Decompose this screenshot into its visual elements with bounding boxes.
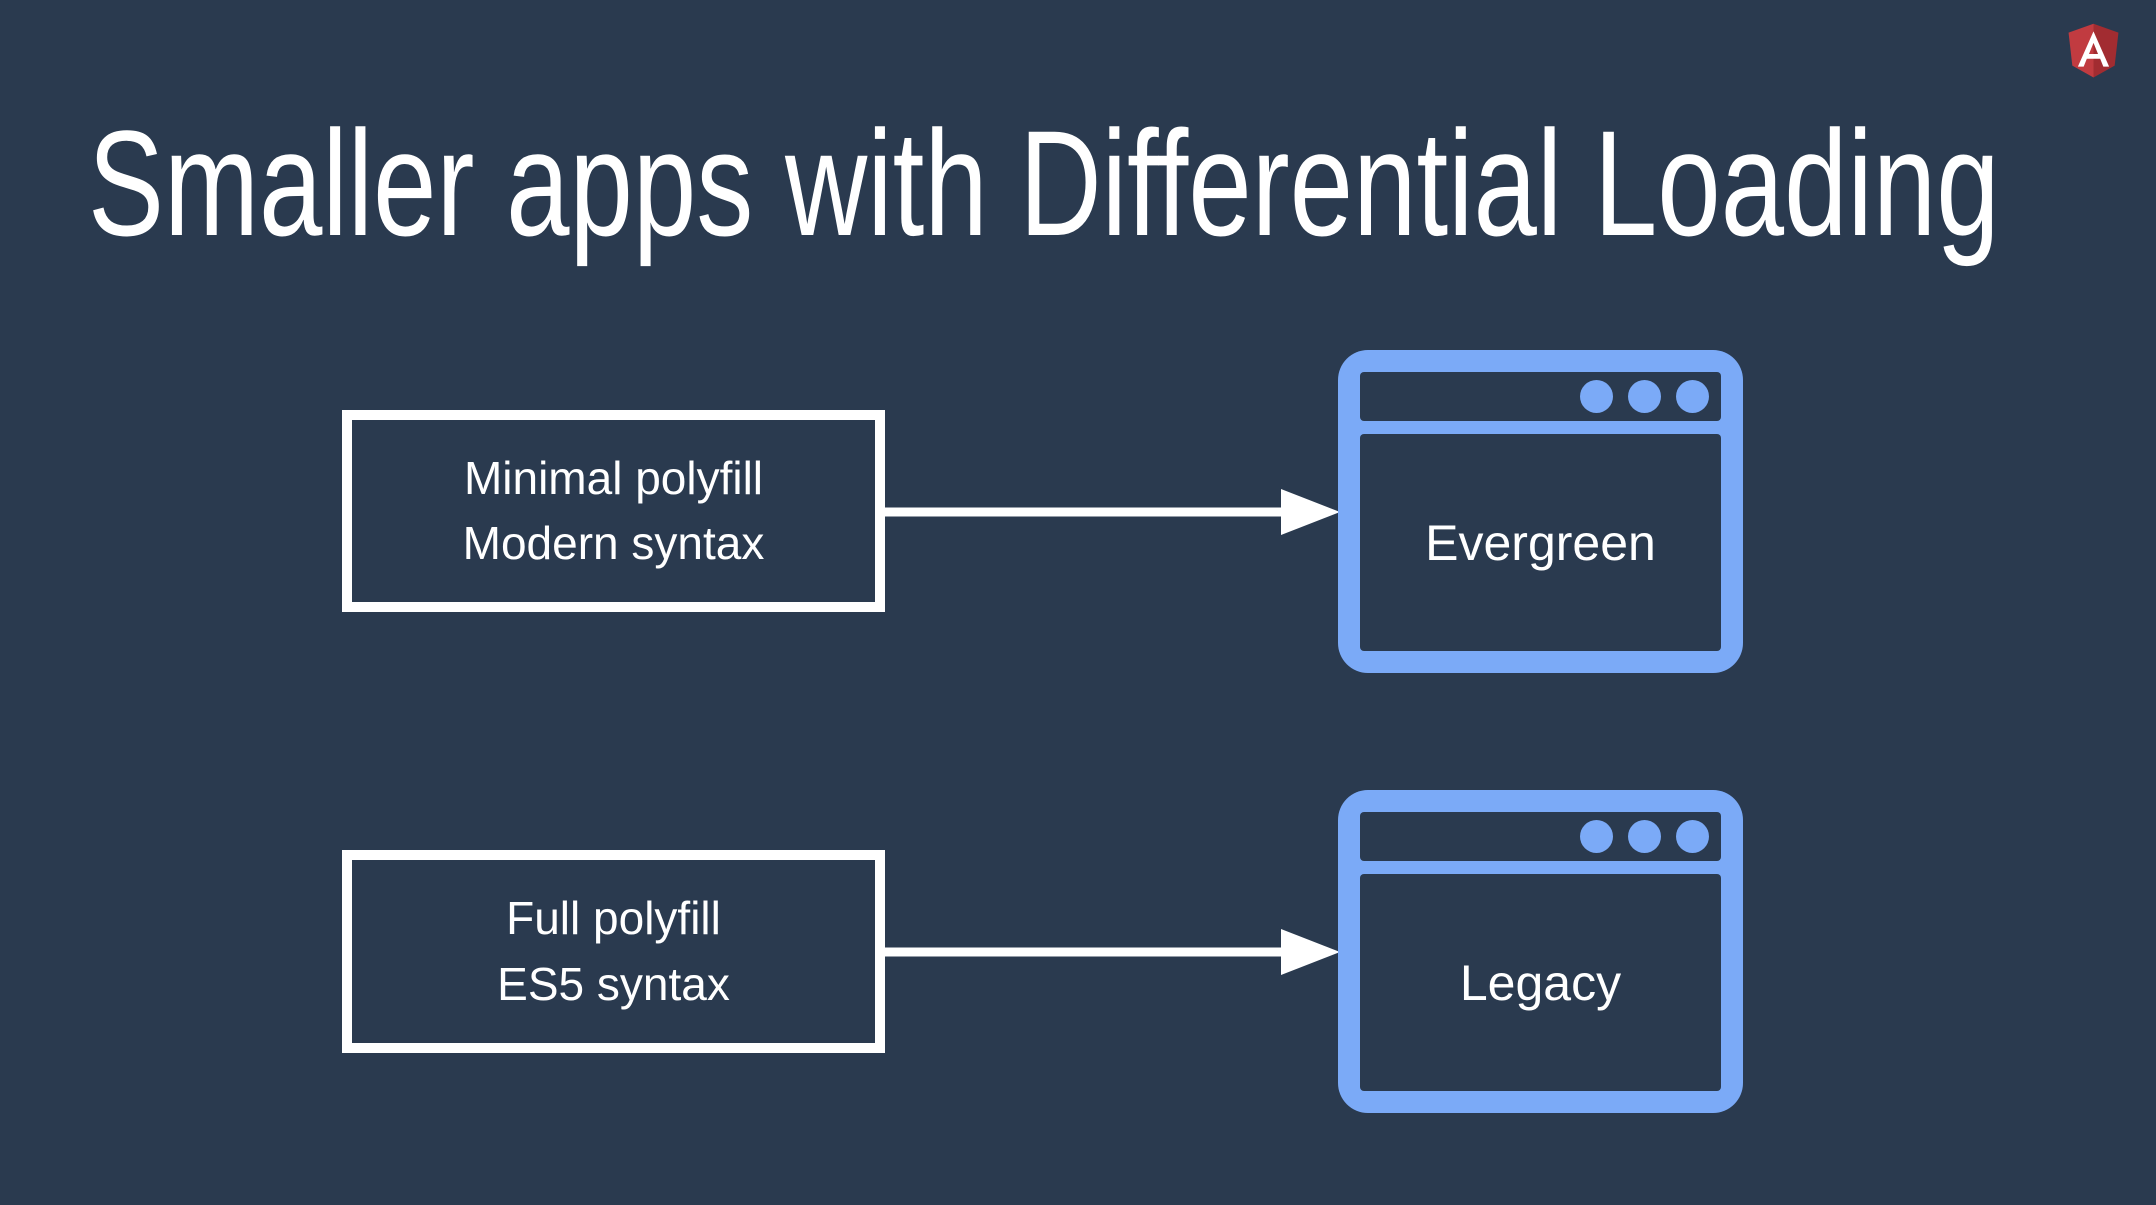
source-box-legacy: Full polyfill ES5 syntax bbox=[342, 850, 885, 1053]
arrow-to-evergreen bbox=[885, 489, 1340, 535]
source-box-modern: Minimal polyfill Modern syntax bbox=[342, 410, 885, 612]
browser-dot-icon bbox=[1676, 820, 1709, 853]
browser-dot-icon bbox=[1676, 380, 1709, 413]
browser-label-legacy: Legacy bbox=[1459, 954, 1622, 1011]
browser-dot-icon bbox=[1628, 820, 1661, 853]
browser-dot-icon bbox=[1580, 380, 1613, 413]
angular-shield-left bbox=[2068, 23, 2094, 78]
browser-viewport: Evergreen bbox=[1360, 434, 1721, 651]
browser-window-legacy: Legacy bbox=[1338, 790, 1743, 1113]
browser-dot-icon bbox=[1628, 380, 1661, 413]
page-title: Smaller apps with Differential Loading bbox=[88, 99, 2000, 267]
angular-letter-a bbox=[2077, 31, 2110, 67]
angular-shield-right bbox=[2093, 23, 2119, 78]
browser-viewport: Legacy bbox=[1360, 874, 1721, 1091]
browser-titlebar bbox=[1360, 812, 1721, 861]
browser-label-evergreen: Evergreen bbox=[1425, 514, 1656, 571]
source-box-modern-line1: Minimal polyfill bbox=[463, 451, 764, 504]
browser-dot-icon bbox=[1580, 820, 1613, 853]
angular-logo-icon bbox=[2068, 23, 2119, 78]
browser-titlebar bbox=[1360, 372, 1721, 421]
arrow-to-legacy bbox=[885, 929, 1340, 975]
source-box-legacy-line2: ES5 syntax bbox=[497, 957, 730, 1010]
source-box-legacy-line1: Full polyfill bbox=[506, 892, 721, 945]
source-box-modern-line2: Modern syntax bbox=[462, 517, 765, 569]
browser-window-evergreen: Evergreen bbox=[1338, 350, 1743, 673]
